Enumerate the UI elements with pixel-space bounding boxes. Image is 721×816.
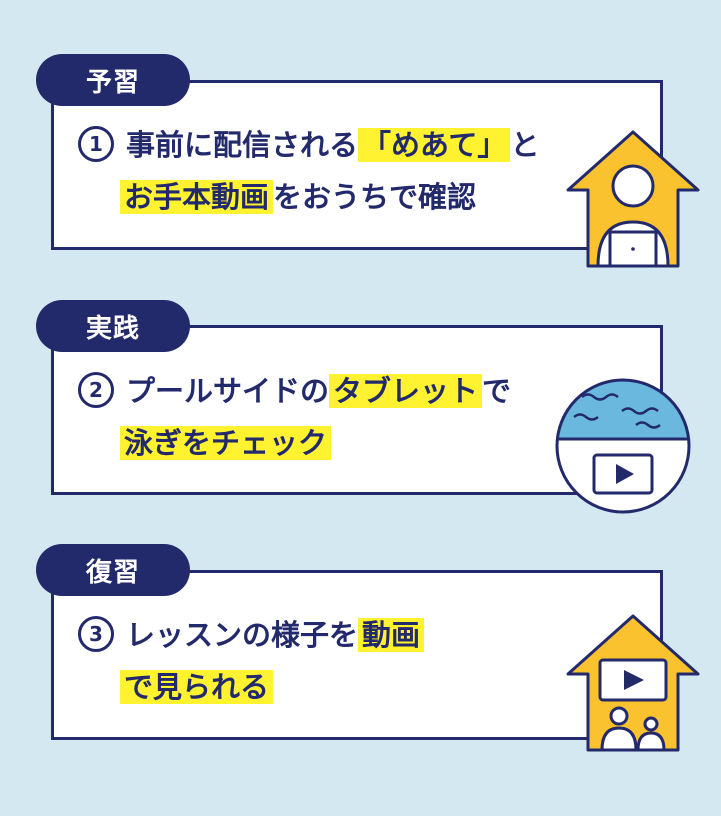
step1-line2: お手本動画をおうちで確認 [120, 176, 476, 218]
step-number-2: 2 [78, 372, 114, 408]
section-tab-practice: 実践 [36, 300, 190, 352]
step-card-preview [51, 80, 663, 250]
step-number-3: 3 [78, 616, 114, 652]
section-tab-preview: 予習 [36, 54, 190, 106]
step3-line2: で見られる [120, 666, 274, 708]
section-tab-review: 復習 [36, 544, 190, 596]
house-family-video-icon [566, 614, 700, 752]
step-number-1: 1 [78, 126, 114, 162]
step2-line2: 泳ぎをチェック [120, 422, 332, 464]
step-card-review [51, 570, 663, 740]
house-person-laptop-icon [566, 130, 700, 268]
pool-tablet-icon [555, 378, 691, 514]
